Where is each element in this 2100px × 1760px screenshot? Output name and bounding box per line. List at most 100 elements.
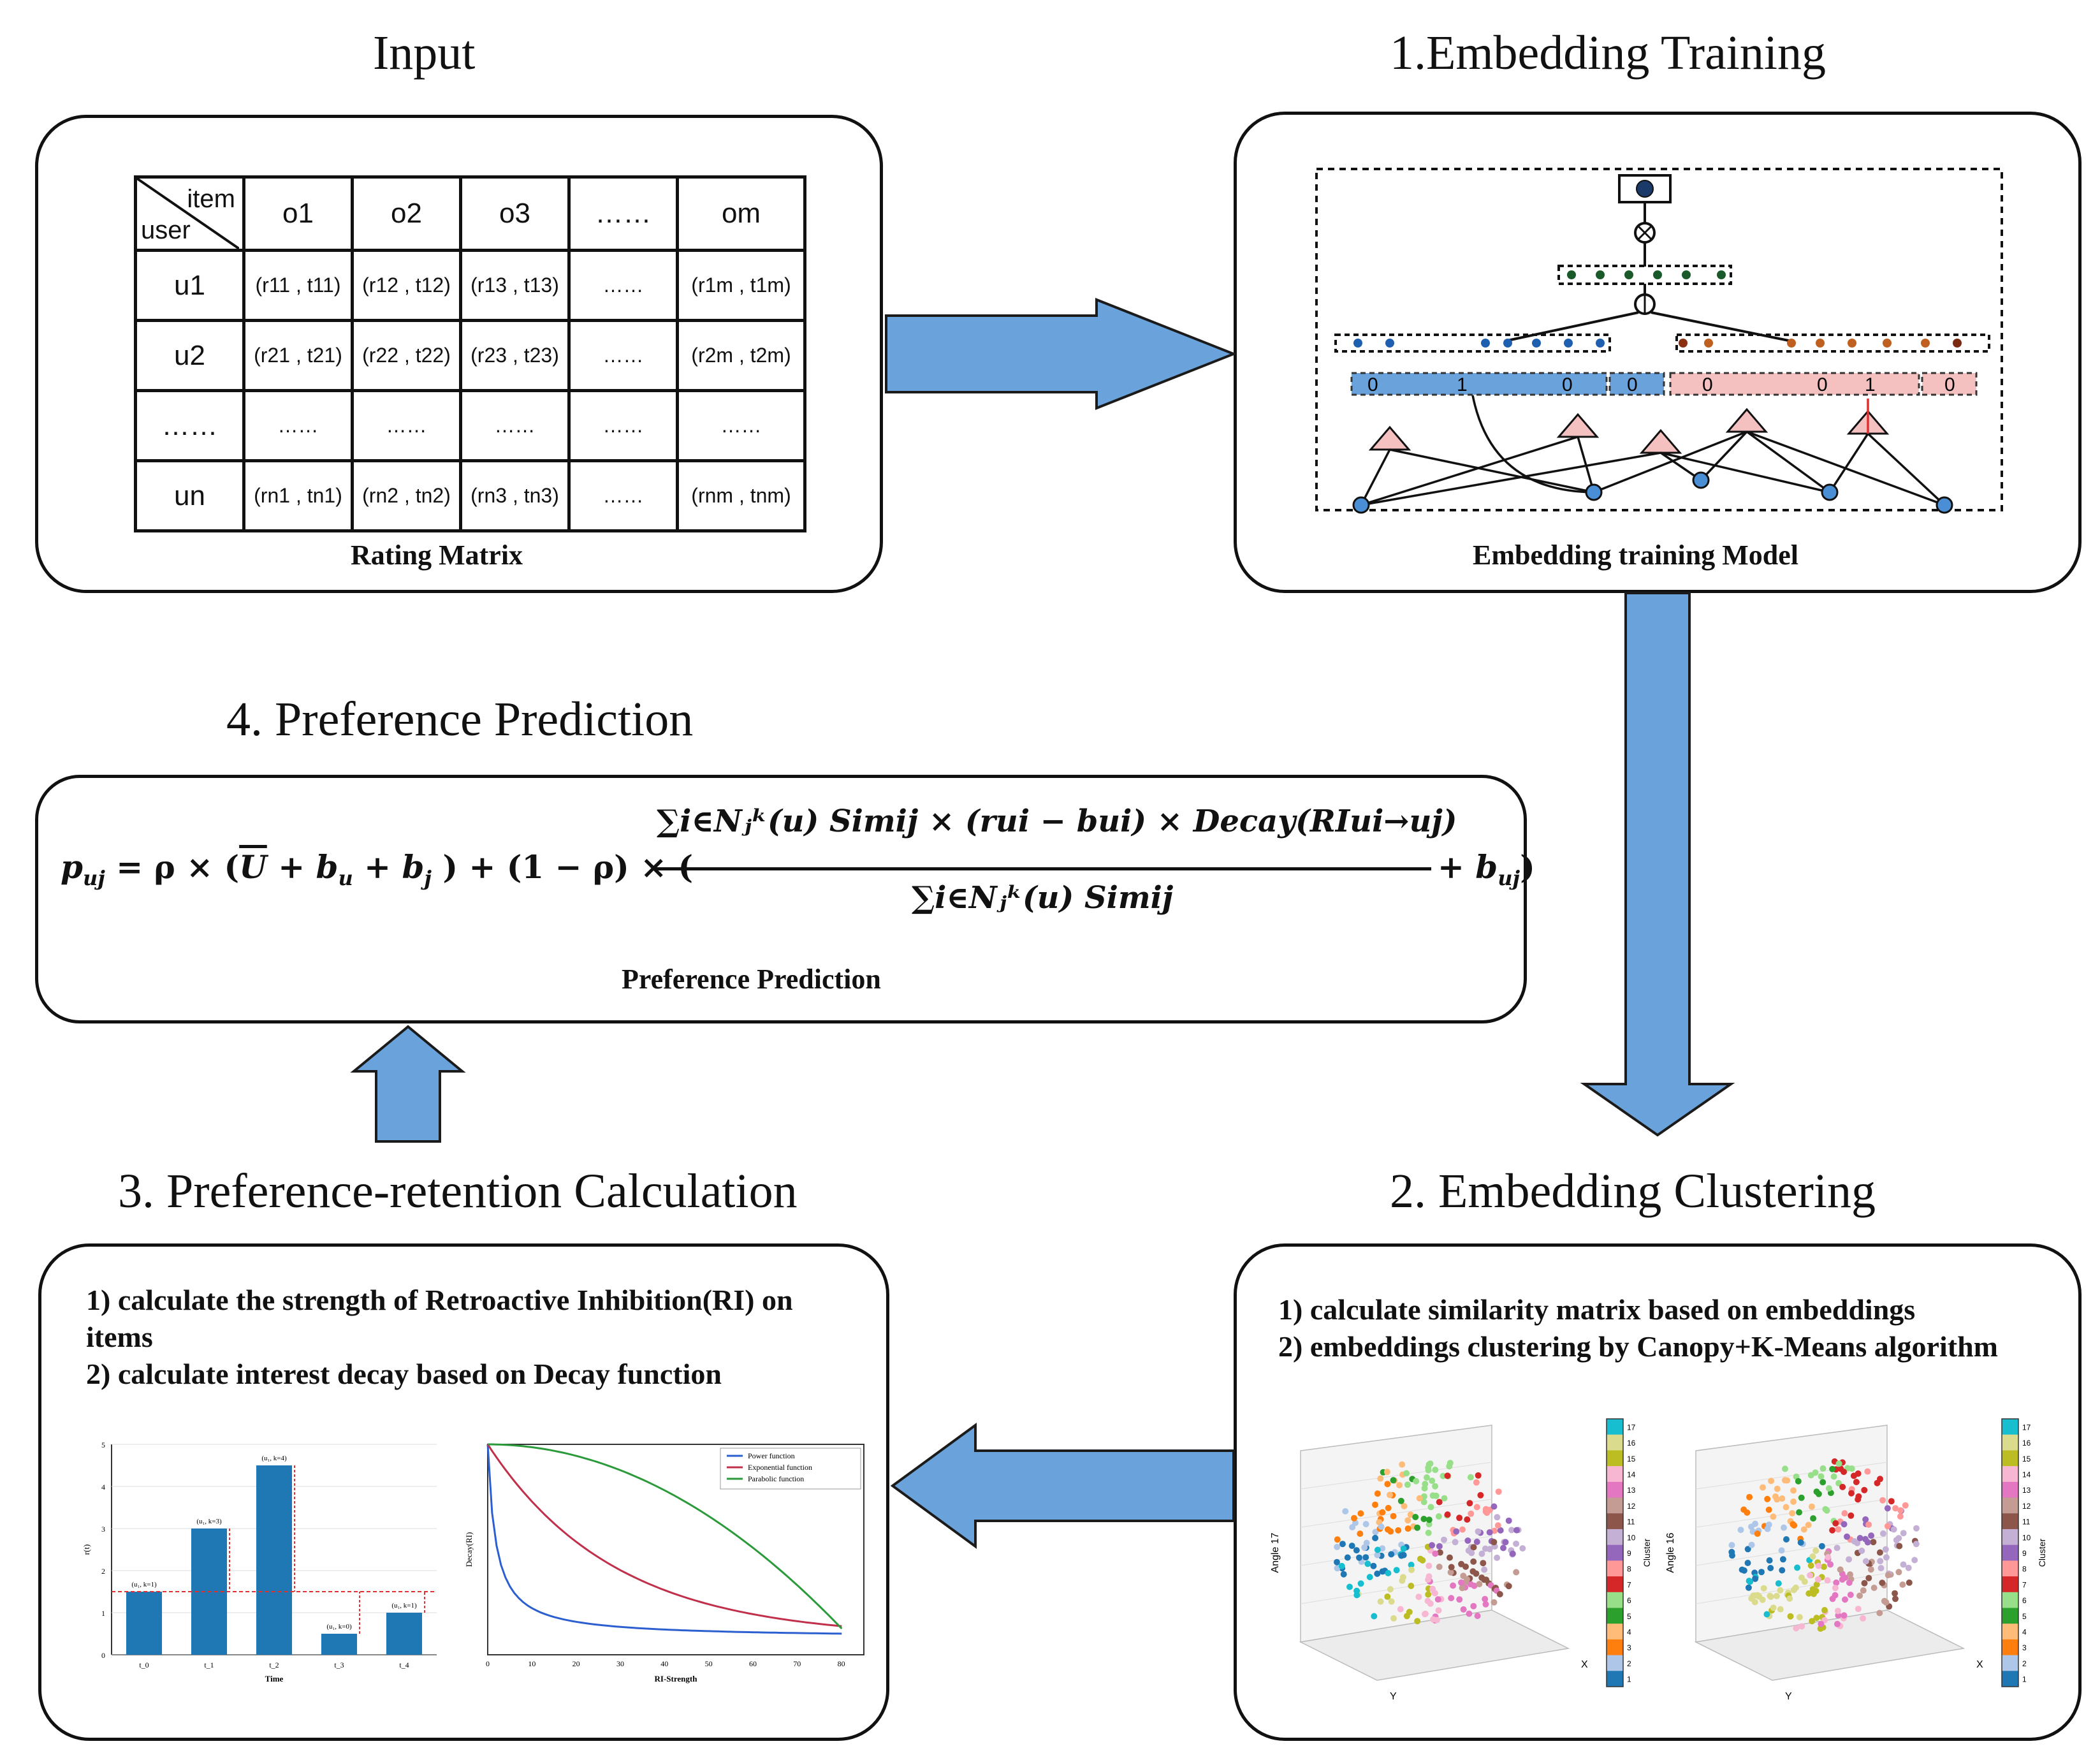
cluster-point: [1403, 1470, 1410, 1477]
hidden-node: [1717, 270, 1726, 279]
arrow-clustering-to-retention: [890, 1423, 1235, 1549]
colorbar-tick: 15: [2022, 1455, 2031, 1463]
cluster-point: [1746, 1493, 1753, 1500]
cluster-point: [1379, 1568, 1386, 1575]
cluster-point: [1770, 1604, 1777, 1611]
decay-xtick: 80: [838, 1659, 845, 1668]
colorbar-tick: 7: [1627, 1580, 1631, 1589]
cluster-point: [1906, 1579, 1913, 1586]
cluster-point: [1833, 1579, 1840, 1586]
cluster-point: [1342, 1508, 1349, 1514]
cluster-point: [1407, 1511, 1414, 1518]
cluster-point: [1758, 1569, 1765, 1576]
cluster-point: [1513, 1540, 1520, 1547]
formula-part3: + b: [364, 848, 425, 886]
formula-part1: = ρ × (: [116, 848, 240, 886]
formula-bu-sub: u: [338, 866, 353, 890]
cluster-point: [1739, 1566, 1746, 1573]
cluster-point: [1372, 1501, 1378, 1508]
cluster-point: [1848, 1465, 1855, 1472]
cluster-point: [1387, 1586, 1394, 1593]
cluster-point: [1383, 1469, 1390, 1476]
cluster-point: [1406, 1608, 1413, 1615]
table-cell: ……: [567, 249, 679, 322]
bar-xlabel: Time: [265, 1674, 284, 1683]
table-cell: (rn2 , tn2): [351, 459, 462, 532]
cluster-point: [1388, 1598, 1395, 1605]
embedding-node: [1848, 339, 1856, 348]
cluster-point: [1841, 1521, 1848, 1528]
colorbar-tick: 15: [1627, 1455, 1636, 1463]
colorbar-segment: [1607, 1671, 1623, 1687]
cluster-point: [1408, 1562, 1415, 1568]
cluster-point: [1779, 1495, 1786, 1502]
cluster-point: [1387, 1492, 1393, 1499]
cluster-point: [1482, 1601, 1489, 1608]
cluster-point: [1913, 1525, 1920, 1532]
cluster-point: [1378, 1523, 1385, 1530]
cluster-point: [1825, 1485, 1832, 1492]
colorbar-segment: [1607, 1624, 1623, 1640]
colorbar-frame: [2001, 1418, 2019, 1687]
formula-p: p: [61, 848, 83, 886]
cluster-point: [1841, 1510, 1848, 1517]
cluster-point: [1892, 1505, 1899, 1512]
embedding-node: [1883, 339, 1892, 348]
cluster-point: [1357, 1530, 1364, 1537]
title-embedding-training: 1.Embedding Training: [1390, 26, 1827, 80]
arrow-input-to-training: [885, 298, 1237, 410]
hidden-layer: [1557, 265, 1732, 285]
cluster-point: [1384, 1593, 1391, 1600]
colorbar-tick: 14: [2022, 1470, 2031, 1479]
cluster-point: [1865, 1521, 1872, 1528]
bar-data-label: (u₁, k=4): [261, 1455, 287, 1462]
input-node: [1821, 483, 1839, 501]
cluster-point: [1884, 1523, 1891, 1530]
cluster-point: [1839, 1483, 1846, 1490]
cluster-point: [1496, 1591, 1503, 1597]
cluster-point: [1519, 1545, 1526, 1552]
cluster-point: [1809, 1618, 1816, 1625]
cluster-ylabel: Y: [1390, 1691, 1397, 1702]
cluster-point: [1436, 1543, 1443, 1550]
cluster-point: [1855, 1606, 1862, 1613]
cluster-point: [1349, 1524, 1356, 1530]
cluster-point: [1786, 1595, 1793, 1602]
retention-step-1-cont: items: [86, 1321, 153, 1353]
cluster-point: [1855, 1496, 1862, 1503]
title-preference-retention: 3. Preference-retention Calculation: [118, 1164, 798, 1218]
cluster-point: [1765, 1506, 1772, 1513]
colorbar-segment: [1607, 1450, 1623, 1467]
cluster-point: [1475, 1472, 1482, 1479]
cluster-point: [1819, 1479, 1827, 1486]
cluster-point: [1429, 1585, 1436, 1592]
cluster-point: [1860, 1615, 1867, 1622]
cluster-point: [1494, 1554, 1501, 1561]
cluster-point: [1900, 1561, 1907, 1568]
item-onehot-tail: [1921, 372, 1978, 396]
cluster-point: [1377, 1598, 1384, 1605]
colorbar-tick: 6: [1627, 1596, 1631, 1605]
cluster-gridline: [1695, 1462, 1888, 1490]
cluster-point: [1841, 1612, 1848, 1619]
colorbar-tick: 5: [1627, 1612, 1631, 1621]
cluster-point: [1805, 1522, 1812, 1529]
colorbar-segment: [1607, 1639, 1623, 1656]
cluster-plot-2: Angle 16YX1716151413121110987654321Clust…: [1665, 1418, 2047, 1702]
cluster-point: [1822, 1506, 1829, 1513]
cluster-point: [1353, 1547, 1360, 1554]
cluster-point: [1434, 1596, 1441, 1603]
clustering-step-2: 2) embeddings clustering by Canopy+K-Mea…: [1278, 1330, 1998, 1363]
cluster-point: [1476, 1581, 1483, 1588]
cluster-point: [1793, 1625, 1800, 1632]
cluster-point: [1477, 1492, 1484, 1499]
cluster-point: [1790, 1498, 1797, 1505]
cluster-point: [1754, 1530, 1761, 1537]
cluster-point: [1740, 1506, 1747, 1513]
column-header: o2: [351, 175, 462, 252]
cluster-point: [1462, 1563, 1469, 1570]
item-onehot-layer: [1669, 372, 1920, 396]
cluster-point: [1441, 1536, 1447, 1543]
cluster-point: [1807, 1572, 1814, 1579]
